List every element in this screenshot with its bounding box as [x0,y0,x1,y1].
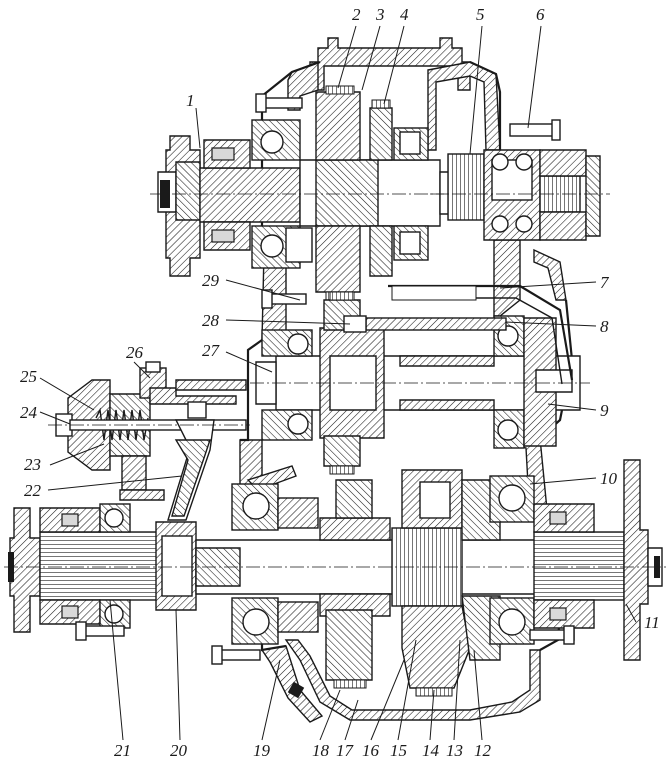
pto-assembly [430,119,610,241]
label-8: 8 [600,317,609,336]
label-2: 2 [352,5,361,24]
leader-lines [39,25,637,741]
label-23: 23 [24,455,41,474]
label-17: 17 [336,741,355,760]
label-14: 14 [422,741,440,760]
intermediate-shaft-assembly [250,284,590,475]
label-26: 26 [126,343,144,362]
label-6: 6 [536,5,545,24]
label-28: 28 [202,311,220,330]
label-13: 13 [446,741,463,760]
label-11: 11 [644,613,660,632]
label-12: 12 [474,741,492,760]
label-15: 15 [390,741,407,760]
shift-mechanism [48,361,250,521]
label-4: 4 [400,5,409,24]
label-20: 20 [170,741,188,760]
label-22: 22 [24,481,42,500]
input-shaft-assembly [150,85,480,301]
label-5: 5 [476,5,485,24]
label-10: 10 [600,469,618,488]
label-7: 7 [600,273,610,292]
label-21: 21 [114,741,131,760]
output-shaft-assembly [4,459,666,697]
label-24: 24 [20,403,38,422]
label-3: 3 [375,5,385,24]
label-1: 1 [186,91,195,110]
dark-details [8,180,660,699]
callout-labels: 1 2 3 4 5 6 7 8 9 10 11 12 13 14 15 16 1… [20,5,660,760]
label-16: 16 [362,741,380,760]
label-18: 18 [312,741,330,760]
label-9: 9 [600,401,609,420]
label-29: 29 [202,271,220,290]
label-25: 25 [20,367,37,386]
label-27: 27 [202,341,221,360]
label-19: 19 [253,741,271,760]
